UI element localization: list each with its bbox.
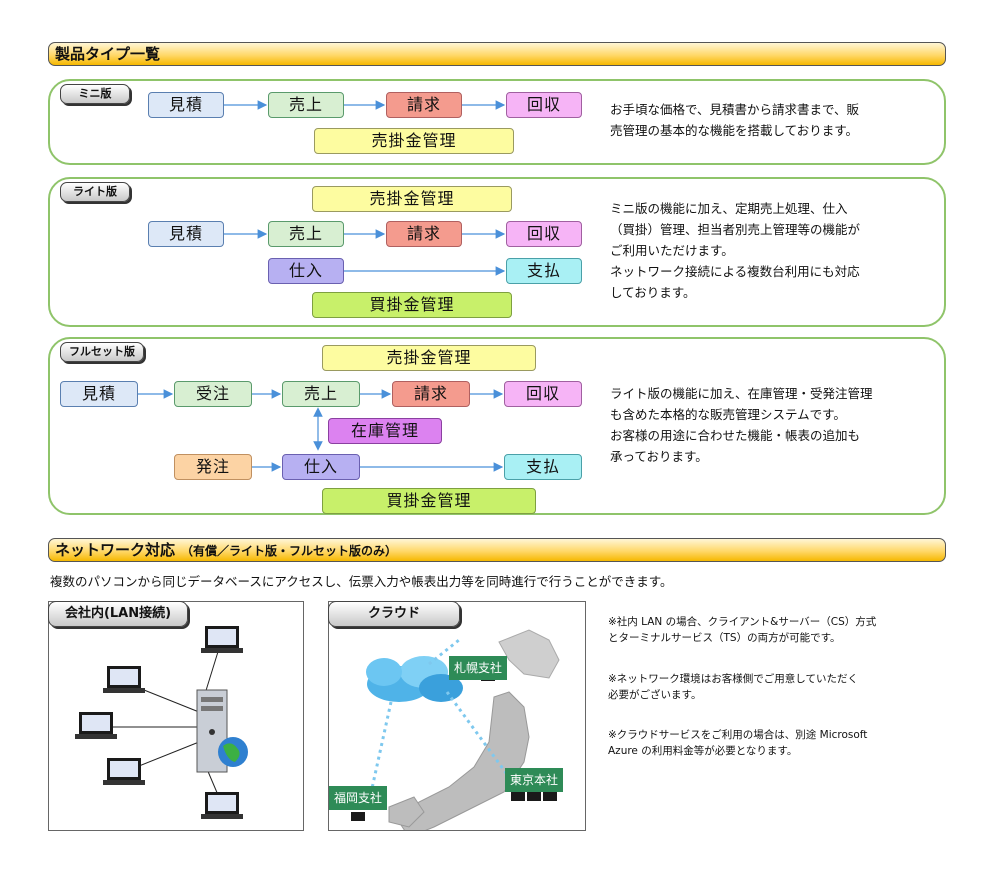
- full-collection-box: 回収: [504, 381, 582, 407]
- full-tab: フルセット版: [60, 342, 144, 362]
- lite-estimate-box: 見積: [148, 221, 224, 247]
- cloud-icon: [366, 656, 463, 702]
- lite-collection-box: 回収: [506, 221, 582, 247]
- product-types-title: 製品タイプ一覧: [55, 45, 161, 63]
- full-panel: [48, 337, 946, 515]
- lite-tab: ライト版: [60, 182, 130, 202]
- lite-payment-box: 支払: [506, 258, 582, 284]
- lite-panel: [48, 177, 946, 327]
- note-lan: ※社内 LAN の場合、クライアント&サーバー（CS）方式 とターミナルサービス…: [608, 616, 877, 644]
- mini-panel: [48, 79, 946, 165]
- mini-tab: ミニ版: [60, 84, 130, 104]
- cloud-diagram: クラウド 札幌支社 東京本社 福岡支社: [328, 601, 586, 831]
- full-description: ライト版の機能に加え、在庫管理・受発注管理 も含めた本格的な販売管理システムです…: [610, 386, 873, 464]
- cloud-tab: クラウド: [328, 601, 460, 627]
- full-payable-box: 買掛金管理: [322, 488, 536, 514]
- fukuoka-office-label: 福岡支社: [329, 786, 388, 810]
- lan-network-graphic: [75, 626, 248, 819]
- mini-billing-box: 請求: [386, 92, 462, 118]
- full-billing-box: 請求: [392, 381, 470, 407]
- tokyo-office-label: 東京本社: [505, 768, 564, 792]
- server-icon: [196, 689, 248, 773]
- lite-billing-box: 請求: [386, 221, 462, 247]
- sapporo-office-label: 札幌支社: [449, 656, 508, 680]
- lan-tab: 会社内(LAN接続): [48, 601, 188, 627]
- mini-description: お手頃な価格で、見積書から請求書まで、販 売管理の基本的な機能を搭載しております…: [610, 102, 860, 138]
- full-sales-box: 売上: [282, 381, 360, 407]
- mini-receivable-box: 売掛金管理: [314, 128, 514, 154]
- mini-sales-box: 売上: [268, 92, 344, 118]
- note-cloud: ※クラウドサービスをご利用の場合は、別途 Microsoft Azure の利用…: [608, 729, 868, 757]
- network-subtitle: （有償／ライト版・フルセット版のみ）: [181, 544, 398, 558]
- mini-estimate-box: 見積: [148, 92, 224, 118]
- full-purchase-box: 仕入: [282, 454, 360, 480]
- full-receivable-box: 売掛金管理: [322, 345, 536, 371]
- network-title: ネットワーク対応: [55, 541, 176, 559]
- lite-description: ミニ版の機能に加え、定期売上処理、仕入 （買掛）管理、担当者別売上管理等の機能が…: [610, 201, 861, 300]
- full-order-received-box: 受注: [174, 381, 252, 407]
- full-payment-box: 支払: [504, 454, 582, 480]
- mini-collection-box: 回収: [506, 92, 582, 118]
- network-header: ネットワーク対応 （有償／ライト版・フルセット版のみ）: [48, 538, 946, 562]
- lite-purchase-box: 仕入: [268, 258, 344, 284]
- lite-payable-box: 買掛金管理: [312, 292, 512, 318]
- laptop-icon: [75, 626, 243, 819]
- full-order-placed-box: 発注: [174, 454, 252, 480]
- note-network-env: ※ネットワーク環境はお客様側でご用意していただく 必要がございます。: [608, 673, 858, 701]
- lite-sales-box: 売上: [268, 221, 344, 247]
- full-inventory-box: 在庫管理: [328, 418, 442, 444]
- full-estimate-box: 見積: [60, 381, 138, 407]
- japan-map-graphic: [351, 629, 560, 830]
- lan-diagram: 会社内(LAN接続): [48, 601, 304, 831]
- product-types-header: 製品タイプ一覧: [48, 42, 946, 66]
- network-intro: 複数のパソコンから同じデータベースにアクセスし、伝票入力や帳表出力等を同時進行で…: [50, 574, 673, 589]
- lite-receivable-box: 売掛金管理: [312, 186, 512, 212]
